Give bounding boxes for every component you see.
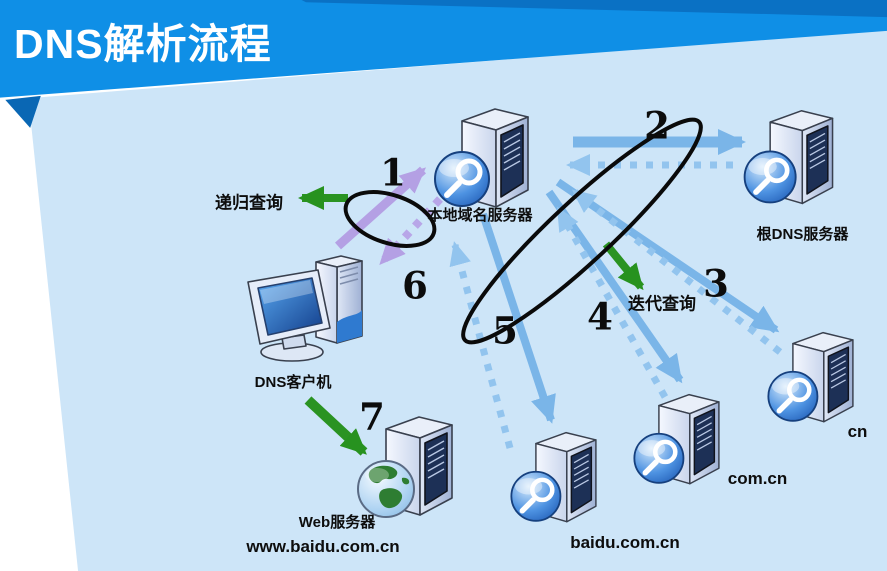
arrow-step7-to-webserver: [304, 396, 368, 456]
root-dns-server-label: 根DNS服务器: [756, 226, 849, 243]
step-number-7: 7: [359, 394, 385, 439]
root-dns-server-icon: [743, 110, 834, 205]
comcn-server-label: com.cn: [727, 469, 788, 488]
step-number-2: 2: [644, 103, 670, 148]
cn-server-icon: [767, 331, 854, 423]
cn-server-label: cn: [847, 422, 868, 441]
globe-icon: [357, 460, 415, 518]
web-server-icon: [357, 416, 453, 518]
magnifier-icon: [510, 470, 562, 522]
magnifier-icon: [743, 150, 797, 204]
iterative-query-arrow: [602, 241, 645, 291]
iterative-group-ellipse: [461, 117, 703, 345]
recursive-group-ellipse: [343, 190, 437, 248]
baidu-server-label: baidu.com.cn: [570, 533, 680, 552]
local-dns-server-label: 本地域名服务器: [427, 207, 533, 224]
iterative-query-label: 迭代查询: [628, 294, 696, 314]
arrow-return-from-comcn: [555, 206, 669, 399]
page-title: DNS解析流程: [14, 21, 272, 67]
arrow-return-from-baidu: [449, 241, 514, 449]
magnifier-icon: [633, 432, 685, 484]
dns-client-label: DNS客户机: [254, 374, 332, 391]
arrow-step1-client-to-local: [335, 166, 426, 250]
step-number-4: 4: [587, 294, 613, 339]
magnifier-icon: [434, 151, 490, 207]
baidu-server-icon: [510, 431, 597, 523]
arrow-step5-to-baidu: [479, 212, 556, 424]
recursive-query-label: 递归查询: [215, 193, 283, 213]
dns-client-computer-icon: [247, 255, 363, 362]
step-number-6: 6: [402, 263, 428, 308]
step-number-3: 3: [703, 261, 729, 306]
magnifier-icon: [767, 370, 819, 422]
web-server-label: Web服务器: [298, 514, 376, 531]
step-number-5: 5: [492, 308, 518, 353]
arrow-return-from-cn: [571, 189, 783, 355]
comcn-server-icon: [633, 393, 720, 485]
step-number-1: 1: [380, 150, 406, 195]
local-dns-server-icon: [434, 108, 529, 208]
web-server-domain-label: www.baidu.com.cn: [246, 537, 400, 556]
